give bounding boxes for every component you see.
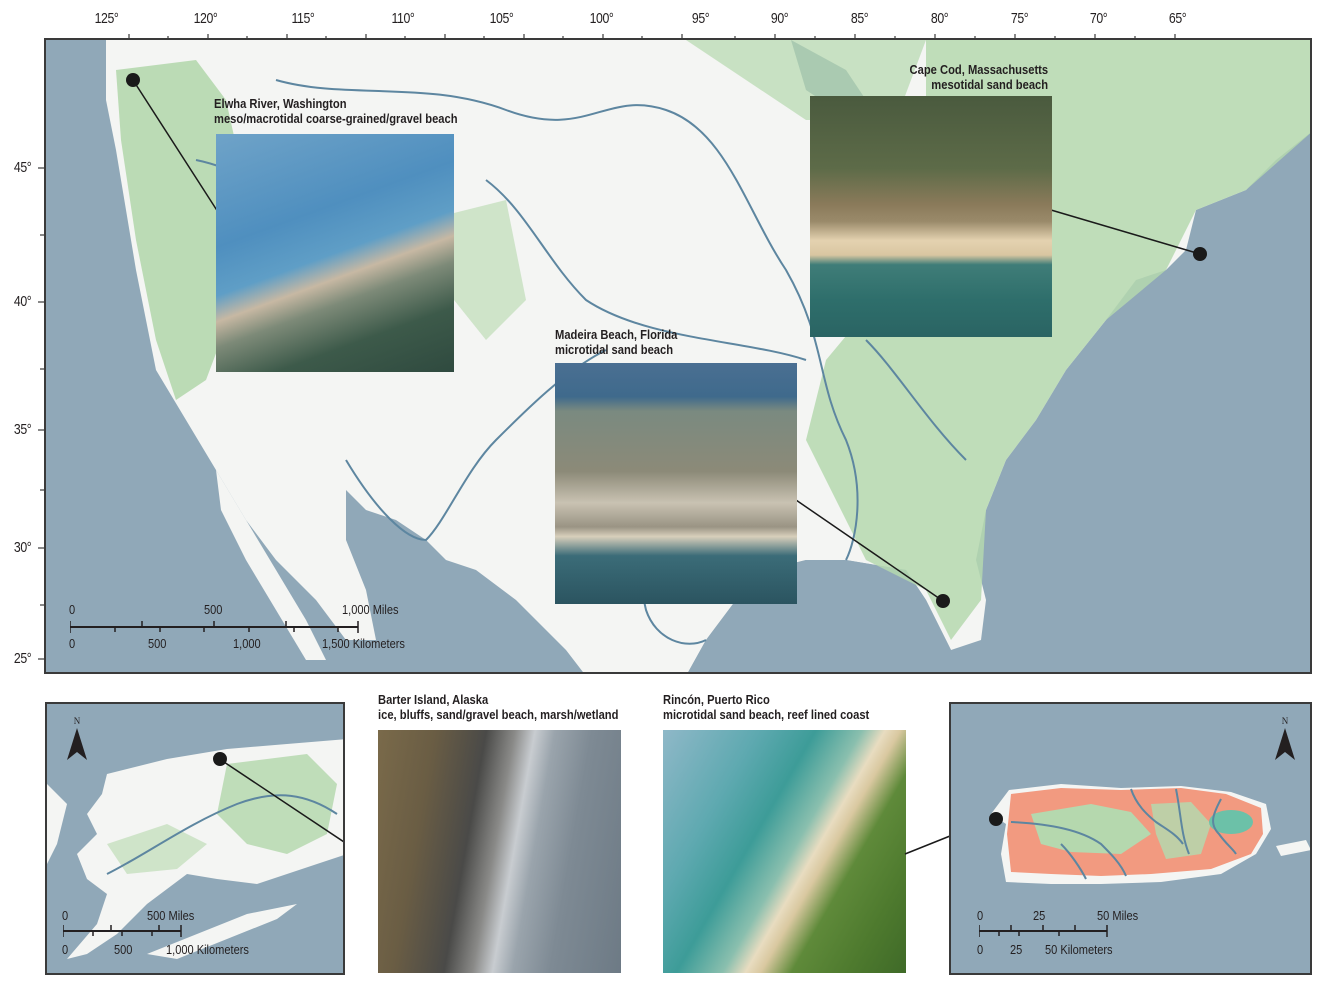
site-name: Madeira Beach, Florida	[555, 327, 678, 342]
lat-tick-40: 40°	[13, 293, 32, 310]
photo-cape-cod[interactable]	[810, 96, 1052, 337]
lon-tick-85: 85°	[850, 10, 869, 27]
site-name: Rincón, Puerto Rico	[663, 692, 770, 707]
photo-barter-island[interactable]	[378, 730, 621, 973]
scale-km-500: 500	[148, 636, 167, 651]
scale-km-50: 50 Kilometers	[1045, 942, 1113, 957]
site-marker-rincon[interactable]	[989, 812, 1003, 826]
site-description: microtidal sand beach, reef lined coast	[663, 707, 870, 722]
lon-tick-100: 100°	[589, 10, 614, 27]
scale-bar-puerto-rico: 0 25 50 Miles 0 25 50 Kilometers	[975, 906, 1175, 961]
scale-miles-500: 500	[204, 602, 223, 617]
scale-bar-alaska: 0 500 Miles 0 500 1,000 Kilometers	[59, 906, 289, 961]
lon-tick-65: 65°	[1168, 10, 1187, 27]
alaska-inset-map: N 0 500 Miles 0 500 1,000 Kilometers	[45, 702, 345, 975]
lon-tick-110: 110°	[391, 10, 415, 27]
photo-elwha-river[interactable]	[216, 134, 454, 372]
lon-tick-75: 75°	[1010, 10, 1029, 27]
north-label: N	[1281, 716, 1289, 726]
site-description: meso/macrotidal coarse-grained/gravel be…	[214, 111, 458, 126]
north-arrow-alaska: N	[65, 716, 89, 766]
scale-km-1000: 1,000 Kilometers	[166, 942, 249, 957]
scale-km-500: 500	[114, 942, 133, 957]
site-description: ice, bluffs, sand/gravel beach, marsh/we…	[378, 707, 619, 722]
lon-tick-90: 90°	[770, 10, 789, 27]
site-marker-elwha[interactable]	[126, 73, 140, 87]
leader-lines	[132, 79, 1201, 602]
lon-tick-105: 105°	[489, 10, 514, 27]
scale-miles-50: 50 Miles	[1097, 908, 1139, 923]
north-label: N	[73, 716, 81, 726]
site-description: mesotidal sand beach	[931, 77, 1048, 92]
lon-tick-70: 70°	[1089, 10, 1108, 27]
site-name: Barter Island, Alaska	[378, 692, 489, 707]
site-caption-cape-cod: Cape Cod, Massachusetts mesotidal sand b…	[909, 62, 1048, 92]
site-marker-cape-cod[interactable]	[1193, 247, 1207, 261]
main-map: Elwha River, Washington meso/macrotidal …	[44, 38, 1312, 674]
site-caption-barter-island: Barter Island, Alaska ice, bluffs, sand/…	[378, 692, 618, 722]
lon-tick-80: 80°	[930, 10, 949, 27]
lon-tick-125: 125°	[94, 10, 119, 27]
site-marker-madeira[interactable]	[936, 594, 950, 608]
north-arrow-icon	[1275, 728, 1295, 760]
scale-km-0: 0	[977, 942, 984, 957]
scale-km-0: 0	[62, 942, 69, 957]
lon-tick-120: 120°	[193, 10, 218, 27]
site-name: Cape Cod, Massachusetts	[909, 62, 1048, 77]
photo-madeira-beach[interactable]	[555, 363, 797, 604]
puerto-rico-landmass	[991, 784, 1310, 884]
graticule-ticks	[38, 34, 1176, 660]
scale-km-1000: 1,000	[233, 636, 261, 651]
site-description: microtidal sand beach	[555, 342, 674, 357]
scale-bar-main: 0 500 1,000 Miles 0 500 1,000 1,500 Kilo…	[66, 600, 426, 651]
scale-miles-0: 0	[62, 908, 69, 923]
north-arrow-icon	[67, 728, 87, 760]
scale-km-1500: 1,500 Kilometers	[322, 636, 405, 651]
lon-tick-115: 115°	[291, 10, 315, 27]
lon-tick-95: 95°	[691, 10, 710, 27]
scale-miles-0: 0	[977, 908, 984, 923]
scale-miles-1000: 1,000 Miles	[342, 602, 399, 617]
scale-miles-25: 25	[1033, 908, 1046, 923]
site-marker-barter-island[interactable]	[213, 752, 227, 766]
site-name: Elwha River, Washington	[214, 96, 347, 111]
lat-tick-35: 35°	[13, 421, 32, 438]
scale-km-25: 25	[1010, 942, 1023, 957]
scale-km-0: 0	[69, 636, 76, 651]
scale-miles-0: 0	[69, 602, 76, 617]
lat-tick-45: 45°	[13, 159, 32, 176]
scale-miles-500: 500 Miles	[147, 908, 195, 923]
north-arrow-puerto-rico: N	[1273, 716, 1297, 766]
alaska-landmass	[47, 704, 343, 959]
photo-rincon[interactable]	[663, 730, 906, 973]
site-caption-rincon: Rincón, Puerto Rico microtidal sand beac…	[663, 692, 869, 722]
mississippi-river	[275, 79, 859, 561]
lat-tick-30: 30°	[13, 539, 32, 556]
lat-tick-25: 25°	[13, 650, 32, 667]
puerto-rico-inset-map: N 0 25 50 Miles 0 25 50 Kilometers	[949, 702, 1312, 975]
site-caption-elwha: Elwha River, Washington meso/macrotidal …	[214, 96, 458, 126]
site-caption-madeira: Madeira Beach, Florida microtidal sand b…	[555, 327, 677, 357]
